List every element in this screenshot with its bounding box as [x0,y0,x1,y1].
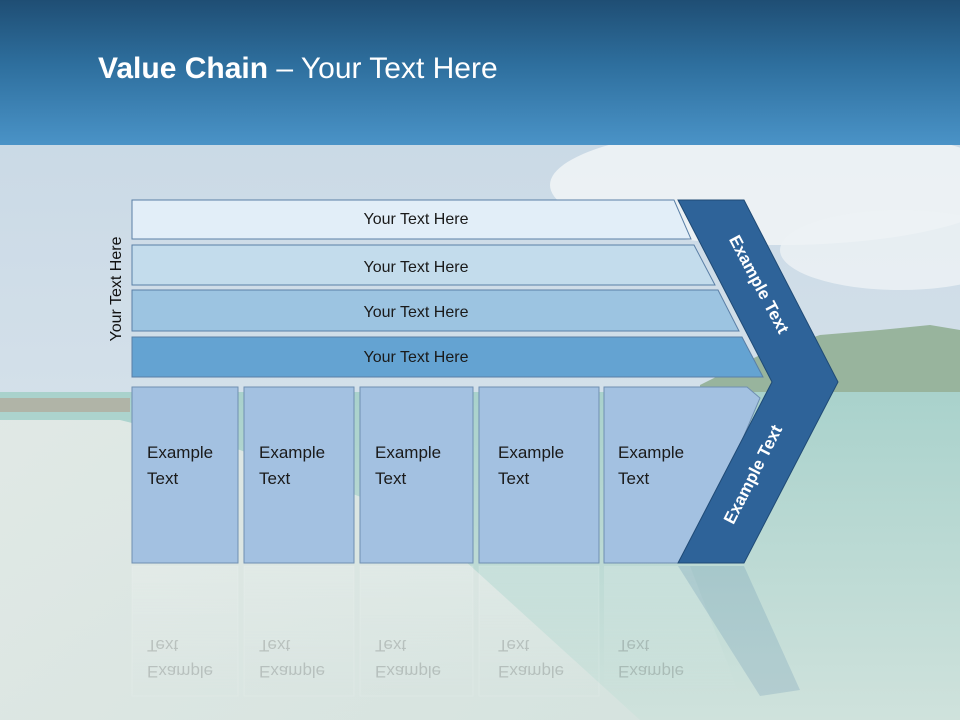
support-bar-2-label: Your Text Here [364,259,469,276]
reflection-label-1: Example Text [147,636,214,681]
primary-cell-2-label: Example Text [259,443,326,488]
slide-title: Value Chain – Your Text Here [98,52,498,86]
primary-cell-2 [243,386,355,564]
support-bar-2 [131,244,716,286]
support-bar-4 [131,336,764,378]
diagram-reflection [131,565,800,697]
reflection-label-4: Example Text [498,636,565,681]
primary-cell-4 [478,386,600,564]
primary-cell-4-label: Example Text [498,443,565,488]
primary-cell-1 [131,386,239,564]
support-bar-3-label: Your Text Here [364,304,469,321]
title-banner [0,0,960,145]
primary-cell-1-label: Example Text [147,443,214,488]
primary-cell-5-label: Example Text [618,443,685,488]
support-bar-1-label: Your Text Here [364,211,469,228]
reflection-label-2: Example Text [259,636,326,681]
support-bar-3 [131,289,740,332]
support-bar-4-label: Your Text Here [364,349,469,366]
primary-cell-3 [359,386,474,564]
slide-title-bold: Value Chain [98,52,269,85]
slide-title-rest: – Your Text Here [268,52,498,85]
reflection-label-5: Example Text [618,636,685,681]
support-bar-1 [131,199,692,240]
margin-chevron [677,199,839,564]
reflection-label-3: Example Text [375,636,442,681]
primary-cell-3-label: Example Text [375,443,442,488]
